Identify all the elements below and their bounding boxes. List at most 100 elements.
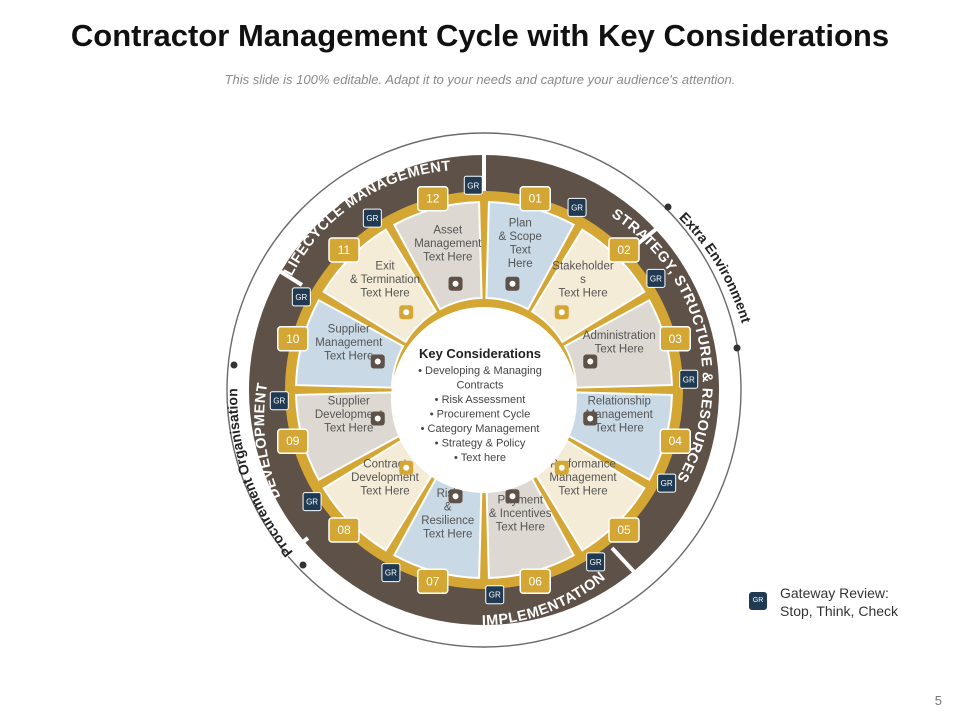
segment-label-line: Text Here [360,485,409,497]
gateway-badge-label: GR [366,214,378,223]
step-number-badge: 01 [519,185,551,212]
gateway-review-badge: GR [679,369,699,389]
segment-label-line: Text [510,245,532,257]
step-number-badge: 08 [328,517,360,543]
exit-door-icon [399,305,414,320]
page-title: Contractor Management Cycle with Key Con… [70,18,890,53]
key-considerations-circle [391,307,577,493]
step-number: 03 [669,332,683,346]
gateway-badge-label: GR [683,375,695,384]
segment-label-line: Text Here [423,251,472,263]
warning-icon [448,489,463,504]
step-number: 07 [426,574,440,588]
segment-label-line: Resilience [421,515,474,527]
segment-label-line: Contract [363,458,407,470]
segment-label-line: Here [508,258,533,270]
segment-label-line: Management [414,238,482,250]
segment-label-line: Management [315,337,383,349]
handshake-icon [583,411,598,426]
segment-label-line: Text Here [496,522,545,534]
segment-label-line: Development [351,472,420,484]
step-number-badge: 07 [417,568,449,595]
cash-register-icon [505,489,520,504]
step-number-badge: 09 [276,428,309,454]
segment-label-line: s [580,274,586,286]
segment-label-line: Management [586,409,654,421]
gateway-review-badge: GR [362,208,382,228]
segment-label-line: Plan [509,218,532,230]
key-consideration-item: • Strategy & Policy [435,438,526,450]
segment-label-line: Text Here [595,423,644,435]
gateway-review-badge: GR [291,287,311,307]
step-number: 12 [426,192,440,206]
legend-line-2: Stop, Think, Check [780,603,899,619]
key-consideration-item: • Text here [454,452,506,464]
gateway-badge-label: GR [306,498,318,507]
segment-label-line: Relationship [588,396,651,408]
gateway-review-badge: GR [567,197,587,217]
segment-label-line: Text Here [423,528,472,540]
step-number-badge: 11 [328,237,360,263]
step-number: 06 [529,574,543,588]
step-number: 05 [617,523,631,537]
segment-label-line: Text Here [558,288,607,300]
segment-label-line: & [444,501,452,513]
network-icon [554,305,569,320]
gear-icon [370,411,385,426]
key-consideration-item: • Risk Assessment [435,394,526,406]
gateway-badge-label: GR [295,293,307,302]
step-number-badge: 04 [659,428,692,454]
step-number-badge: 12 [417,185,449,212]
outer-dot [733,344,741,352]
badge-layer: 01GR02GR03GR04GR05GR06GR07GR08GR09GR10GR… [269,175,699,605]
gateway-review-badge: GR [463,175,483,195]
segment-label-line: & Scope [498,231,541,243]
step-number-badge: 02 [608,237,640,263]
sun-gear-icon [554,460,569,475]
step-number: 02 [617,243,631,257]
segment-label-line: Text Here [324,423,373,435]
page-subtitle: This slide is 100% editable. Adapt it to… [224,72,736,87]
gateway-badge-label: GR [385,569,397,578]
gateway-badge-label: GR [650,274,662,283]
gear-people-icon [583,354,598,369]
key-considerations-title: Key Considerations [419,346,541,361]
segment-label-line: Text Here [324,350,373,362]
gateway-review-badge: GR [657,473,677,493]
outer-dot [664,203,672,211]
segment-label-line: Asset [433,224,463,236]
outer-dot [230,361,238,369]
gateway-badge-label: GR [590,558,602,567]
segment-label-line: Development [315,409,384,421]
step-number: 04 [669,434,683,448]
gateway-badge-label: GR [661,479,673,488]
hourglass-gear-icon [448,276,463,291]
segment-label-line: Text Here [595,344,644,356]
segment-label-line: Payment [498,495,544,507]
gateway-review-badge: GR [646,268,666,288]
gateway-review-badge: GR [586,552,606,572]
segment-label-line: & Termination [350,274,420,286]
step-number-badge: 06 [519,568,551,595]
step-number: 10 [286,332,300,346]
gateway-badge-label: GR [273,397,285,406]
segment-label-line: Text Here [360,288,409,300]
legend-line-1: Gateway Review: [780,585,889,601]
outer-dot [299,561,307,569]
step-number-badge: 03 [659,326,692,352]
step-number: 09 [286,434,300,448]
gateway-review-badge: GR [269,391,289,411]
gateway-review-badge: GR [302,492,322,512]
segment-label-line: Supplier [328,323,370,335]
gateway-badge-label: GR [467,181,479,190]
segment-label-line: Management [549,472,617,484]
key-consideration-item: • Category Management [421,423,540,435]
